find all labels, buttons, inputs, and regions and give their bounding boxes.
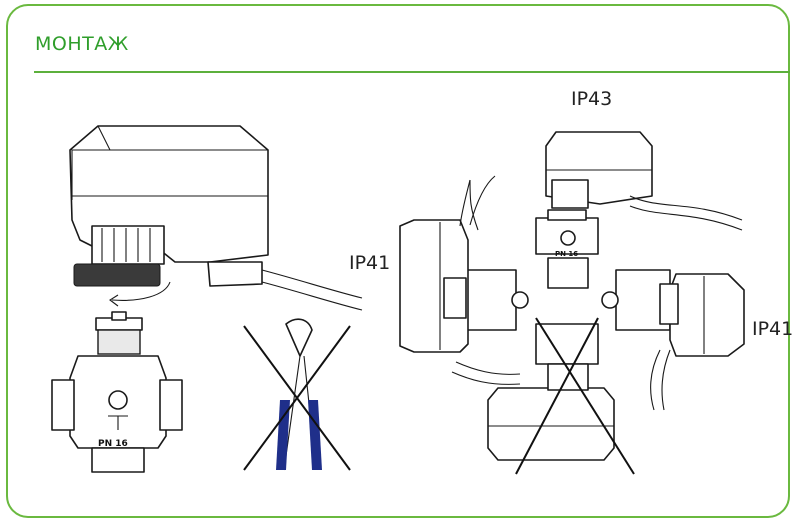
actuator-bottom-prohibited [451, 317, 635, 475]
svg-text:PN 16: PN 16 [555, 250, 578, 258]
actuator-right-rotated [650, 273, 745, 411]
valve-left: PN 16 [51, 311, 183, 473]
title-divider [34, 71, 790, 73]
panel-title: МОНТАЖ [35, 33, 129, 55]
actuator-top [469, 131, 743, 231]
label-ip-left: IP41 [349, 252, 391, 274]
valve-center: PN 16 [461, 209, 671, 365]
valve-marking: PN 16 [98, 439, 128, 449]
label-ip-top: IP43 [571, 88, 613, 110]
label-ip-right: IP41 [752, 318, 794, 340]
pliers-prohibited [243, 318, 351, 471]
actuator-left-rotated [399, 179, 479, 353]
actuator-left [69, 125, 363, 311]
